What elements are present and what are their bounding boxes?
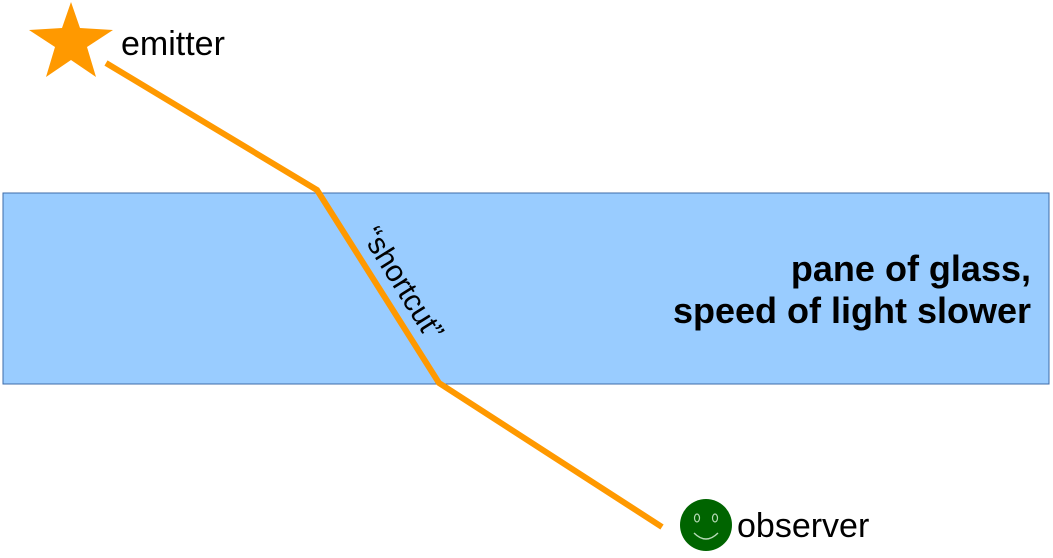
- glass-caption-line1: pane of glass,: [790, 248, 1031, 289]
- emitter-label: emitter: [121, 25, 225, 63]
- star-icon: [29, 2, 113, 77]
- glass-caption-line2: speed of light slower: [672, 290, 1031, 331]
- glass-caption: pane of glass, speed of light slower: [673, 248, 1031, 332]
- smiley-face-icon: [680, 499, 732, 551]
- light-path: [104, 60, 664, 530]
- glass-pane: [2, 192, 1050, 385]
- observer-label: observer: [737, 507, 870, 545]
